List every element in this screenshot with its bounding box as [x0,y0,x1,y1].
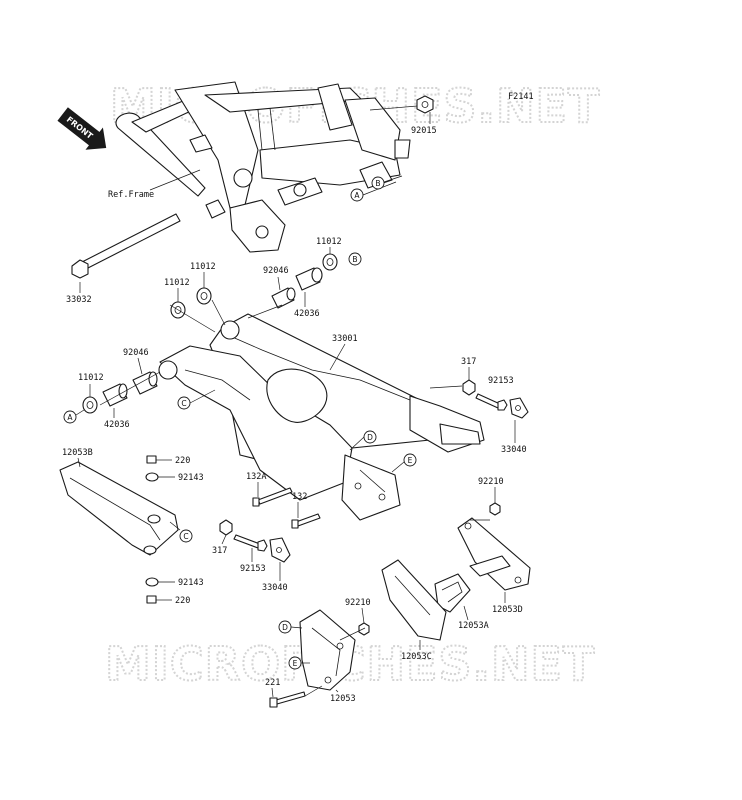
callout-D-lower: D [278,620,292,634]
part-92046-bearing-top [271,287,296,309]
callout-E-upper: E [403,453,417,467]
label-92143-top: 92143 [178,473,204,483]
svg-text:D: D [282,623,288,632]
label-92153-right: 92153 [488,376,514,386]
label-92015: 92015 [411,126,437,136]
label-33032: 33032 [66,295,92,305]
label-92143-bot: 92143 [178,578,204,588]
label-11012-mid1: 11012 [190,262,216,272]
part-11012-seal-top [322,253,338,271]
label-92046-top: 92046 [263,266,289,276]
part-317-nut-left [219,519,233,536]
callout-C-lower: C [179,529,193,543]
figure-code: F2141 [508,92,534,102]
label-132A: 132A [246,472,266,482]
svg-text:B: B [352,255,357,264]
label-12053B: 12053B [62,448,93,458]
label-33001: 33001 [332,334,358,344]
svg-text:D: D [367,433,373,442]
frame-reference [115,81,411,253]
part-92210-washer-mid [358,622,370,636]
callout-A-lower: A [63,410,77,424]
part-92015-nut [416,95,434,114]
label-12053: 12053 [330,694,356,704]
part-221-bolt [269,691,306,708]
callout-B-upper: B [371,176,385,190]
svg-text:E: E [408,456,413,465]
part-132A-bolt [252,487,293,507]
label-92153-left: 92153 [240,564,266,574]
label-11012-top: 11012 [316,237,342,247]
part-220-screw-bot [146,595,157,604]
label-92046-left: 92046 [123,348,149,358]
svg-text:C: C [183,532,188,541]
label-33040-left: 33040 [262,583,288,593]
part-132-bolt [291,513,321,529]
part-12053D-chain-guide [457,517,531,591]
part-42036-bushing-left [102,383,128,407]
svg-text:A: A [354,191,360,200]
label-ref-frame: Ref.Frame [108,190,154,200]
part-317-nut-right [462,379,476,396]
part-12053-chain-guard [299,609,356,691]
label-132: 132 [292,492,307,502]
svg-text:C: C [181,399,186,408]
label-42036-left: 42036 [104,420,130,430]
part-92153-bolt-right [475,393,508,411]
part-92143-collar-top [145,472,159,482]
part-33040-adjuster-right [509,397,529,419]
callout-B-lower: B [348,252,362,266]
part-33001-swingarm [158,313,485,521]
label-33040-right: 33040 [501,445,527,455]
part-42036-bushing-top [295,267,323,291]
part-12053C-chain-guide-plate [381,559,447,641]
callout-A-upper: A [350,188,364,202]
label-12053D: 12053D [492,605,523,615]
label-12053A: 12053A [458,621,489,631]
label-11012-mid2: 11012 [164,278,190,288]
front-arrow-icon: FRONT [57,107,107,150]
part-220-screw-top [146,455,157,464]
callout-D-upper: D [363,430,377,444]
label-317-right: 317 [461,357,476,367]
label-42036-top: 42036 [294,309,320,319]
label-220-top: 220 [175,456,190,466]
part-92046-bearing-left [132,371,158,395]
callout-E-lower: E [288,656,302,670]
part-92153-bolt-left [233,534,268,552]
svg-text:B: B [375,179,380,188]
svg-text:A: A [67,413,73,422]
label-92210-mid: 92210 [345,598,371,608]
label-11012-left: 11012 [78,373,104,383]
part-33040-adjuster-left [269,537,291,563]
label-220-bot: 220 [175,596,190,606]
label-12053C: 12053C [401,652,432,662]
svg-text:E: E [293,659,298,668]
part-11012-seal-mid1 [196,287,212,305]
part-12053B-chain-slider [59,461,179,556]
part-11012-seal-left [82,396,98,414]
part-92210-washer-top [489,502,501,516]
label-92210-top: 92210 [478,477,504,487]
part-92143-collar-bot [145,577,159,587]
label-317-left: 317 [212,546,227,556]
part-33032-pivot-shaft [71,213,181,279]
label-221: 221 [265,678,280,688]
callout-C-upper: C [177,396,191,410]
